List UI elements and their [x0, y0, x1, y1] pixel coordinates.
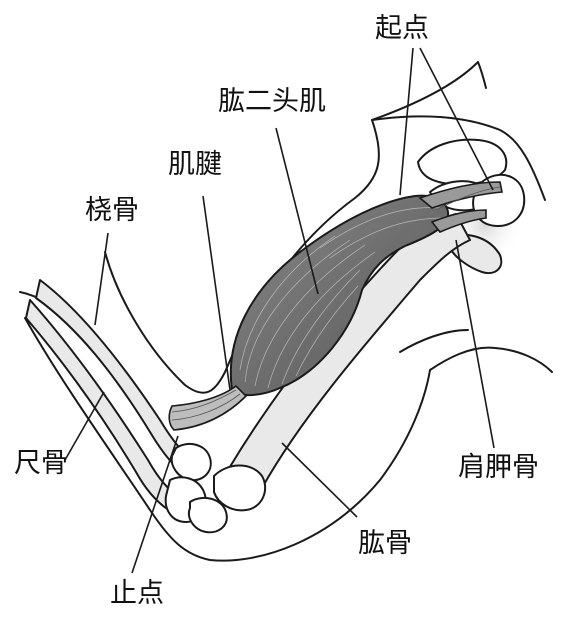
biceps-long-head-tendon	[418, 181, 503, 209]
scapula-leader	[455, 239, 495, 449]
radius-leader	[94, 232, 109, 326]
tendon-leader	[202, 195, 231, 391]
labels: 起点 肱二头肌 肌腱 桡骨 尺骨 止点 肱骨 肩胛骨	[14, 13, 539, 609]
insertion-label: 止点	[110, 578, 164, 609]
origin-leader-2	[419, 47, 494, 191]
scapula-label: 肩胛骨	[458, 452, 539, 483]
shoulder-contour	[371, 115, 546, 201]
biceps-short-head-tendon	[430, 209, 487, 233]
origin-label: 起点	[375, 13, 429, 44]
humerus-condyle	[213, 464, 267, 512]
biceps-muscle	[168, 181, 503, 431]
radius-head	[170, 442, 212, 482]
biceps-distal-tendon	[168, 384, 248, 431]
ulna-bone	[25, 299, 181, 513]
arm-upper-contour	[104, 61, 487, 394]
forearm-bones	[25, 279, 228, 534]
tendon-fibers	[171, 186, 501, 421]
insertion-leader	[131, 435, 179, 574]
leader-lines	[64, 47, 495, 574]
tendon-label: 肌腱	[168, 149, 222, 180]
origin-leader-1	[399, 47, 414, 196]
biceps-label: 肱二头肌	[218, 86, 326, 117]
torso-contour	[399, 329, 469, 353]
ulna-coronoid	[188, 496, 228, 534]
radius-label: 桡骨	[85, 195, 139, 226]
humerus-label: 肱骨	[358, 528, 412, 559]
ulna-leader	[64, 391, 105, 461]
biceps-leader	[275, 127, 319, 295]
biceps-fibers	[239, 207, 445, 389]
upper-arm-back-contour	[429, 346, 553, 373]
ulna-label: 尺骨	[14, 448, 68, 479]
humerus-leader	[281, 442, 358, 518]
forearm-bottom-contour	[24, 317, 431, 562]
